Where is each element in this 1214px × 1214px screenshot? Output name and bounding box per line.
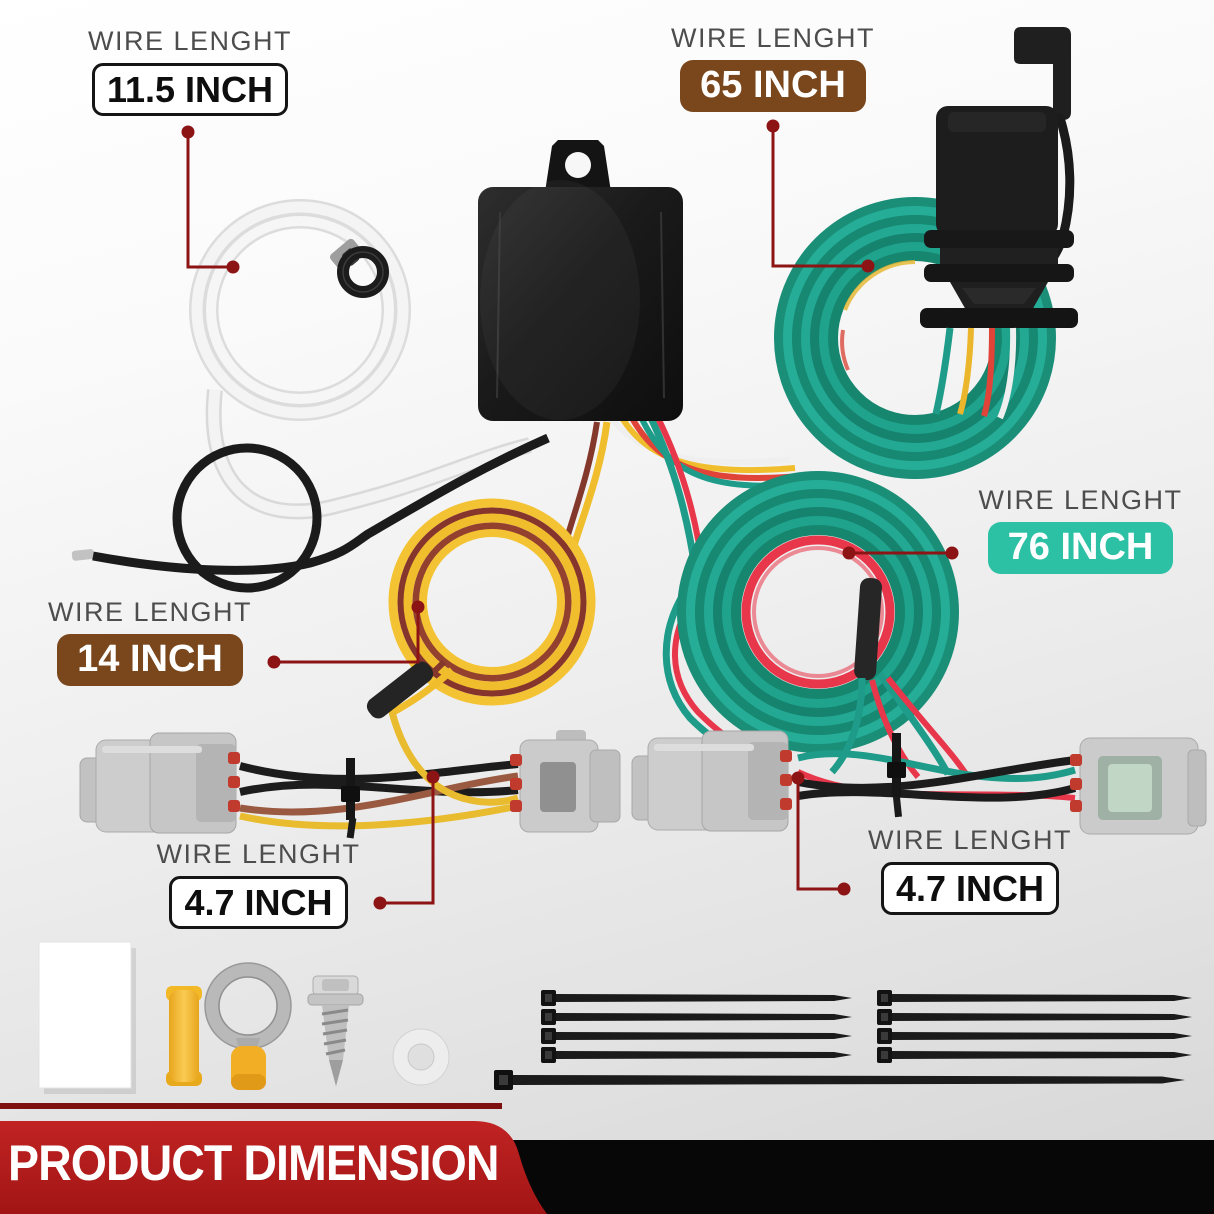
harness-zip-tie bbox=[887, 733, 906, 818]
label-title: WIRE LENGHT bbox=[47, 597, 252, 627]
label-title: WIRE LENGHT bbox=[867, 825, 1072, 855]
label-value: 65 INCH bbox=[680, 60, 866, 112]
converter-module bbox=[478, 140, 683, 421]
footer-red-banner bbox=[0, 1121, 547, 1214]
white-wire-coil bbox=[189, 199, 532, 520]
wire-length-label-4-7-right: WIRE LENGHT 4.7 INCH bbox=[862, 825, 1078, 916]
self-drilling-screw bbox=[307, 975, 364, 1086]
left-t-connector-harness bbox=[79, 711, 621, 839]
dust-cover-tab bbox=[1014, 27, 1071, 120]
butt-connector bbox=[166, 986, 202, 1086]
label-value: 14 INCH bbox=[57, 634, 243, 686]
label-value: 11.5 INCH bbox=[91, 63, 289, 117]
leader-lines bbox=[186, 126, 950, 905]
mounting-hole bbox=[565, 152, 591, 178]
leader-dots bbox=[181, 119, 959, 910]
label-title: WIRE LENGHT bbox=[87, 26, 292, 56]
gray-connector bbox=[631, 730, 792, 832]
long-zip-tie bbox=[494, 1070, 1185, 1090]
yellow-wire-coil bbox=[366, 498, 596, 719]
wire-length-label-65: WIRE LENGHT 65 INCH bbox=[668, 23, 878, 112]
nylon-washer bbox=[392, 1028, 450, 1086]
heat-shrink-sleeve bbox=[854, 577, 882, 681]
black-ground-wire bbox=[71, 433, 550, 593]
ring-terminal-on-wire bbox=[330, 238, 389, 298]
gray-connector bbox=[79, 732, 240, 834]
right-t-connector-harness bbox=[631, 730, 1207, 835]
four-pin-connector bbox=[920, 27, 1078, 420]
instruction-card bbox=[38, 941, 136, 1094]
wire-length-label-76: WIRE LENGHT 76 INCH bbox=[973, 485, 1188, 574]
gray-connector bbox=[1070, 737, 1207, 835]
zip-ties bbox=[494, 990, 1192, 1090]
gray-connector bbox=[510, 730, 621, 833]
green-wire-coil-65 bbox=[774, 197, 1056, 479]
label-value: 76 INCH bbox=[987, 522, 1174, 574]
label-title: WIRE LENGHT bbox=[670, 23, 875, 53]
ring-terminal bbox=[204, 962, 292, 1090]
wire-length-label-11-5: WIRE LENGHT 11.5 INCH bbox=[85, 26, 295, 117]
footer bbox=[0, 1103, 1214, 1214]
label-value: 4.7 INCH bbox=[880, 862, 1060, 916]
wire-length-label-14: WIRE LENGHT 14 INCH bbox=[38, 597, 262, 686]
footer-accent-line bbox=[0, 1103, 502, 1109]
product-dimension-title: PRODUCT DIMENSION bbox=[8, 1135, 499, 1191]
green-wire-coil-76 bbox=[677, 471, 971, 779]
harness-zip-tie bbox=[341, 758, 360, 839]
wire-length-label-4-7-left: WIRE LENGHT 4.7 INCH bbox=[150, 839, 367, 930]
label-title: WIRE LENGHT bbox=[978, 485, 1183, 515]
label-value: 4.7 INCH bbox=[169, 876, 348, 930]
label-title: WIRE LENGHT bbox=[156, 839, 361, 869]
